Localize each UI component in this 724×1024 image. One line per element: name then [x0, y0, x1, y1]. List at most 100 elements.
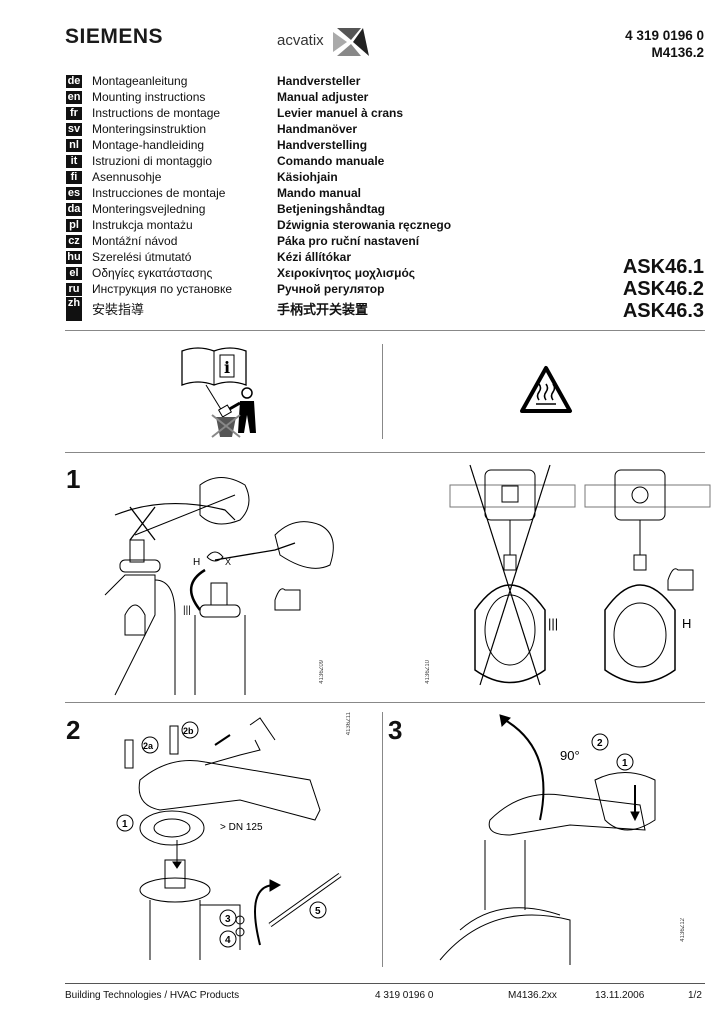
- language-code-badge: da: [66, 202, 82, 216]
- language-row-de: de Montageanleitung Handversteller: [66, 73, 486, 89]
- document-type: Instructions de montage: [92, 106, 221, 120]
- svg-text:H: H: [682, 616, 691, 631]
- product-title: Ручной регулятор: [277, 282, 385, 296]
- figure-code: 4136Z09: [319, 660, 325, 684]
- callout-3: 3: [225, 914, 231, 925]
- language-row-da: da Monteringsvejledning Betjeningshåndtag: [66, 201, 486, 217]
- language-code-badge: es: [66, 186, 82, 200]
- divider: [65, 330, 705, 331]
- language-row-fr: fr Instructions de montage Levier manuel à…: [66, 105, 486, 121]
- document-number: 4 319 0196 0: [625, 28, 704, 43]
- product-title: Käsiohjain: [277, 170, 338, 184]
- divider: [382, 712, 383, 967]
- language-code-badge: fr: [66, 106, 82, 120]
- step-number: 3: [388, 715, 403, 745]
- svg-text:|||: |||: [548, 616, 558, 631]
- product-title: Kézi állítókar: [277, 250, 352, 264]
- divider: [65, 702, 705, 703]
- document-type: Οδηγίες εγκατάστασης: [92, 266, 213, 280]
- document-number-block: 4 319 0196 0 M4136.2: [625, 27, 704, 61]
- language-code-badge: el: [66, 266, 82, 280]
- product-title: Manual adjuster: [277, 90, 369, 104]
- document-type: Инструкция по установке: [92, 282, 233, 296]
- acvatix-mark-icon: [333, 28, 369, 56]
- language-row-pl: pl Instrukcja montażu Dźwignia sterowania …: [66, 217, 486, 233]
- hot-surface-warning-icon: [520, 366, 572, 413]
- step1-adjust-stem-illustration: H ||| X: [104, 477, 334, 696]
- document-type: Instrukcja montażu: [92, 218, 193, 232]
- footer-page: 1/2: [688, 990, 702, 1001]
- callout-1: 1: [622, 758, 628, 769]
- document-type: Asennusohje: [92, 170, 162, 184]
- language-row-ru: ru Инструкция по установке Ручной регулято…: [66, 281, 486, 297]
- svg-text:|||: |||: [183, 605, 191, 616]
- figure-code: 4136Z12: [680, 918, 686, 942]
- footer-divider: [65, 983, 705, 984]
- document-type: Montageanleitung: [92, 74, 188, 88]
- document-type: Montage-handleiding: [92, 138, 205, 152]
- acvatix-wordmark: acvatix: [277, 32, 324, 49]
- callout-2: 2: [597, 738, 603, 749]
- language-code-badge: ru: [66, 282, 82, 296]
- product-title: Páka pro ruční nastavení: [277, 234, 420, 248]
- document-type: Monteringsvejledning: [92, 202, 206, 216]
- model-name: ASK46.3: [622, 300, 704, 322]
- document-type: Instrucciones de montaje: [92, 186, 226, 200]
- model-name: ASK46.1: [622, 256, 704, 278]
- footer-company: Building Technologies / HVAC Products: [65, 990, 240, 1001]
- model-list: ASK46.1 ASK46.2 ASK46.3: [623, 256, 704, 322]
- footer-doc-code: M4136.2xx: [508, 990, 557, 1001]
- language-list: de Montageanleitung Handversteller en Mounti…: [66, 73, 486, 323]
- language-code-badge: nl: [66, 138, 82, 152]
- language-row-es: es Instrucciones de montaje Mando manual: [66, 185, 486, 201]
- product-title: Handverstelling: [277, 138, 368, 152]
- product-title: Mando manual: [277, 186, 362, 200]
- step2-mount-handle-illustration: 2a 2b 1 3 4 5 > DN 125: [116, 717, 342, 960]
- language-code-badge: en: [66, 90, 82, 104]
- siemens-logo: SIEMENS: [65, 25, 164, 48]
- language-code-badge: sv: [66, 122, 82, 136]
- language-code-badge: de: [66, 74, 82, 88]
- document-type: Istruzioni di montaggio: [92, 154, 213, 168]
- language-row-nl: nl Montage-handleiding Handverstelling: [66, 137, 486, 153]
- document-type: Montážní návod: [92, 234, 178, 248]
- dimension-x-label: X: [225, 557, 231, 567]
- language-row-hu: hu Szerelési útmutató Kézi állítókar: [66, 249, 486, 265]
- product-title: Handversteller: [277, 74, 361, 88]
- document-type: 安裝指導: [92, 302, 145, 317]
- language-code-badge: cz: [66, 234, 82, 248]
- product-title: Dźwignia sterowania ręcznego: [277, 218, 452, 232]
- step-number: 1: [66, 464, 81, 494]
- footer-doc-number: 4 319 0196 0: [375, 990, 434, 1001]
- document-type: Monteringsinstruktion: [92, 122, 207, 136]
- language-code-badge: pl: [66, 218, 82, 232]
- language-code-badge: hu: [66, 250, 82, 264]
- product-title: 手柄式开关装置: [277, 302, 369, 317]
- document-type: Mounting instructions: [92, 90, 206, 104]
- model-name: ASK46.2: [622, 278, 704, 300]
- callout-5: 5: [315, 906, 321, 917]
- product-title: Betjeningshåndtag: [277, 202, 386, 216]
- rotation-angle: 90°: [560, 748, 580, 763]
- language-row-fi: fi Asennusohje Käsiohjain: [66, 169, 486, 185]
- document-type: Szerelési útmutató: [92, 250, 192, 264]
- callout-2a: 2a: [143, 741, 154, 751]
- size-note: > DN 125: [220, 822, 263, 833]
- svg-text:i: i: [224, 358, 230, 377]
- acvatix-logo: acvatix: [277, 26, 377, 60]
- step1-valve-position-illustration: ||| H: [449, 464, 711, 686]
- document-code: M4136.2: [651, 45, 704, 60]
- divider: [65, 452, 705, 453]
- callout-2b: 2b: [183, 726, 194, 736]
- product-title: Χειροκίνητος μοχλισμός: [277, 266, 416, 280]
- step-number: 2: [66, 715, 81, 745]
- footer-date: 13.11.2006: [595, 990, 645, 1001]
- step3-rotate-handle-illustration: 2 1 90°: [439, 714, 656, 965]
- language-code-badge: it: [66, 154, 82, 168]
- product-title: Levier manuel à crans: [277, 106, 404, 120]
- callout-4: 4: [225, 935, 231, 946]
- language-code-badge: fi: [66, 170, 82, 184]
